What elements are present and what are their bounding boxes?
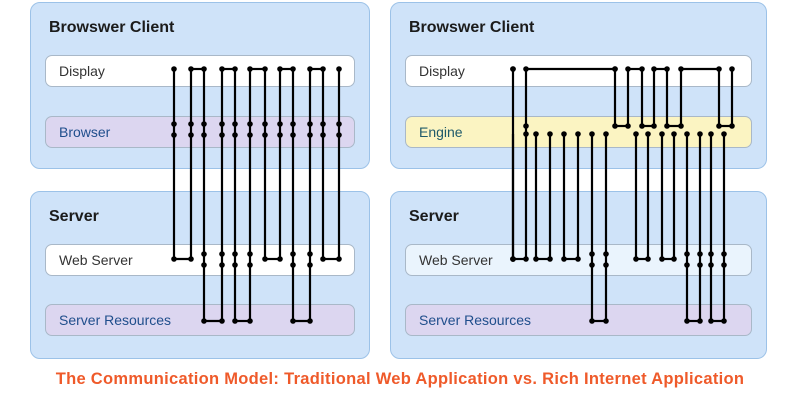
web-server-box: Web Server	[45, 244, 355, 276]
panel-title: Browswer Client	[409, 19, 535, 36]
wire-dot	[589, 262, 595, 268]
wire-dot	[523, 256, 529, 262]
wire-dot	[171, 256, 177, 262]
wire-dot	[219, 262, 225, 268]
wire-dot	[684, 251, 690, 257]
wire-dot	[188, 256, 194, 262]
diagram-caption: The Communication Model: Traditional Web…	[55, 370, 745, 388]
wire-dot	[247, 318, 253, 324]
wire-dot	[201, 251, 207, 257]
wire-dot	[697, 251, 703, 257]
wire-dot	[651, 123, 657, 129]
wire-dot	[625, 66, 631, 72]
right-server-panel: Server Web Server Server Resources	[390, 191, 767, 359]
panel-title: Server	[409, 208, 459, 225]
wire-dot	[290, 251, 296, 257]
wire-dot	[232, 251, 238, 257]
wire-dot	[612, 123, 618, 129]
wire-dot	[277, 256, 283, 262]
wire-dot	[633, 256, 639, 262]
wire-dot	[603, 251, 609, 257]
wire-dot	[651, 66, 657, 72]
wire-dot	[561, 256, 567, 262]
wire-dot	[729, 66, 735, 72]
wire-dot	[232, 262, 238, 268]
left-client-panel: Browswer Client Display Browser	[30, 2, 370, 169]
wire-dot	[307, 318, 313, 324]
wire-dot	[589, 251, 595, 257]
wire-dot	[721, 251, 727, 257]
wire-dot	[290, 262, 296, 268]
wire-dot	[645, 256, 651, 262]
wire-dot	[262, 256, 268, 262]
wire-dot	[201, 318, 207, 324]
wire-dot	[247, 262, 253, 268]
browser-box: Browser	[45, 116, 355, 148]
wire-dot	[708, 251, 714, 257]
wire-dot	[708, 262, 714, 268]
wire-dot	[729, 123, 735, 129]
wire-dot	[612, 66, 618, 72]
wire-dot	[639, 123, 645, 129]
panel-title: Browswer Client	[49, 19, 175, 36]
wire-dot	[716, 66, 722, 72]
wire-dot	[219, 251, 225, 257]
wire-dot	[671, 256, 677, 262]
wire-dot	[684, 318, 690, 324]
wire-dot	[708, 318, 714, 324]
display-box: Display	[405, 55, 752, 87]
panel-title: Server	[49, 208, 99, 225]
wire-dot	[697, 318, 703, 324]
wire-dot	[625, 123, 631, 129]
display-box: Display	[45, 55, 355, 87]
wire-dot	[639, 66, 645, 72]
wire-dot	[533, 256, 539, 262]
wire-dot	[716, 123, 722, 129]
wire-dot	[336, 256, 342, 262]
wire-dot	[547, 256, 553, 262]
left-server-panel: Server Web Server Server Resources	[30, 191, 370, 359]
wire-dot	[320, 256, 326, 262]
wire-dot	[589, 318, 595, 324]
wire-dot	[684, 262, 690, 268]
wire-dot	[290, 318, 296, 324]
wire-dot	[603, 262, 609, 268]
wire-dot	[510, 256, 516, 262]
wire-dot	[307, 251, 313, 257]
wire-dot	[603, 318, 609, 324]
wire-dot	[659, 256, 665, 262]
wire-dot	[678, 123, 684, 129]
wire-dot	[697, 262, 703, 268]
wire-dot	[664, 123, 670, 129]
wire-dot	[307, 262, 313, 268]
wire-dot	[678, 66, 684, 72]
wire-dot	[201, 262, 207, 268]
wire-dot	[247, 251, 253, 257]
wire-dot	[219, 318, 225, 324]
wire-dot	[575, 256, 581, 262]
wire-dot	[232, 318, 238, 324]
wire-dot	[664, 66, 670, 72]
wire-dot	[510, 66, 516, 72]
wire-dot	[721, 262, 727, 268]
wire-dot	[721, 318, 727, 324]
